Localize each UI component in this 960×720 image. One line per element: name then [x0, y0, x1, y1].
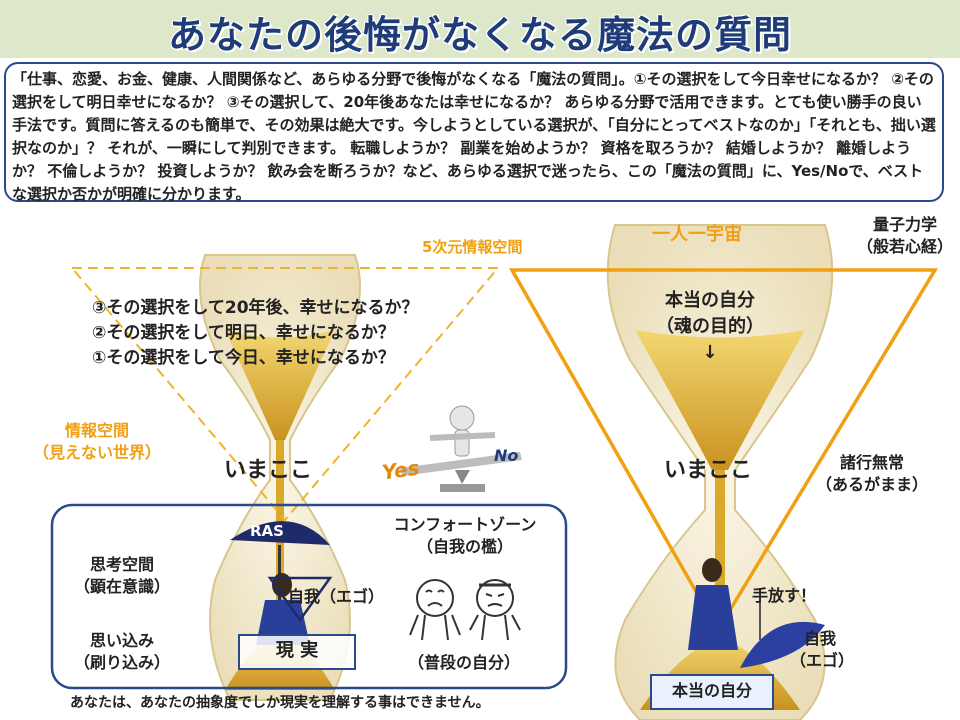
- yes-label: Yes: [380, 455, 421, 485]
- info-space-sub: （見えない世界）: [32, 443, 161, 462]
- thinking-space-sub: （顕在意識）: [73, 577, 170, 596]
- question-20-years: ③その選択をして20年後、幸せになるか？: [92, 298, 419, 318]
- page-title: あなたの後悔がなくなる魔法の質問: [167, 13, 792, 57]
- one-person-one-universe-label: 一人一宇宙: [652, 224, 742, 245]
- title-bar: [0, 0, 960, 58]
- ego-label-left: 自我（エゴ）: [288, 587, 385, 606]
- impermanence-label: 諸行無常 （あるがまま）: [812, 452, 932, 496]
- usual-self-label: （普段の自分）: [408, 653, 521, 672]
- five-d-label: 5次元情報空間: [422, 238, 523, 256]
- balance-figure: [400, 405, 522, 492]
- belief-label: 思い込み （刷り込み）: [62, 630, 182, 674]
- belief-title: 思い込み: [89, 631, 154, 650]
- ego-right-title: 自我: [803, 629, 836, 648]
- intro-text-box: 「仕事、恋愛、お金、健康、人間関係など、あらゆる分野で後悔がなくなる「魔法の質問…: [4, 62, 944, 203]
- question-today: ①その選択をして今日、幸せになるか？: [92, 348, 395, 368]
- thinking-space-label: 思考空間 （顕在意識）: [62, 554, 182, 598]
- question-list: ③その選択をして20年後、幸せになるか？ ②その選択をして明日、幸せになるか？ …: [92, 296, 419, 371]
- question-tomorrow: ②その選択をして明日、幸せになるか？: [92, 323, 395, 343]
- impermanence-sub: （あるがまま）: [815, 475, 928, 494]
- imakoko-right: いまここ: [664, 458, 753, 483]
- comfort-zone-label: コンフォートゾーン （自我の檻）: [380, 514, 550, 558]
- no-label: No: [494, 446, 519, 465]
- girl-figure-right: [688, 558, 738, 650]
- thinking-space-title: 思考空間: [89, 555, 154, 574]
- ego-triangle-left: [267, 576, 333, 623]
- left-dashed-triangle: [69, 267, 501, 522]
- quantum-title: 量子力学: [872, 215, 937, 234]
- info-space-label: 情報空間 （見えない世界）: [22, 420, 172, 464]
- info-space-title: 情報空間: [64, 421, 129, 440]
- quantum-label: 量子力学 （般若心経）: [850, 214, 960, 258]
- quantum-sub: （般若心経）: [856, 237, 953, 256]
- down-arrow-icon: ↓: [702, 342, 718, 363]
- belief-sub: （刷り込み）: [73, 653, 170, 672]
- impermanence-title: 諸行無常: [839, 453, 904, 472]
- true-self-title: 本当の自分: [665, 290, 755, 311]
- comfort-zone-sub: （自我の檻）: [416, 537, 513, 556]
- dropped-umbrella: [740, 621, 825, 668]
- comfort-zone-title: コンフォートゾーン: [393, 515, 537, 534]
- true-self-bottom-box: 本当の自分: [650, 674, 774, 710]
- true-self-label: 本当の自分 （魂の目的） ↓: [640, 288, 780, 366]
- true-self-sub: （魂の目的）: [656, 316, 764, 337]
- ego-label-right: 自我 （エゴ）: [790, 628, 855, 672]
- reality-box: 現 実: [238, 634, 356, 670]
- comfort-zone-box: [50, 503, 568, 690]
- ego-right-sub: （エゴ）: [790, 651, 855, 670]
- worried-figures: [409, 579, 521, 641]
- footer-note: あなたは、あなたの抽象度でしか現実を理解する事はできません。: [70, 695, 490, 711]
- let-go-label: 手放す！: [752, 586, 817, 605]
- ras-label: RAS: [250, 522, 284, 540]
- right-triangle: [508, 268, 939, 634]
- imakoko-left: いまここ: [224, 458, 313, 483]
